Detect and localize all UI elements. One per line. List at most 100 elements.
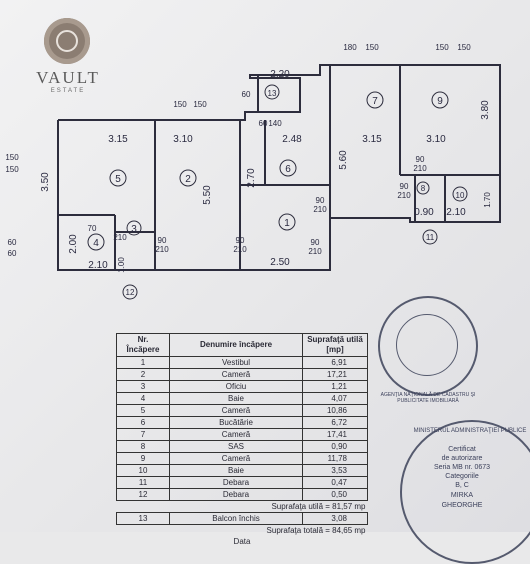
stamp-emblem-icon <box>396 314 458 376</box>
logo-brand: VAULT <box>36 68 100 87</box>
room-number: 2 <box>185 174 191 185</box>
cell-name: Baie <box>169 464 303 477</box>
rooms-area-table: Nr. Încăpere Denumire încăpere Suprafaţă… <box>116 333 368 547</box>
dimension-label: 2.50 <box>270 257 290 268</box>
useful-total: Suprafaţa utilă = 81,57 mp <box>271 501 366 511</box>
dimension-label: 60 <box>8 249 17 258</box>
dimension-label: 60 <box>242 90 251 99</box>
room-number: 12 <box>126 288 135 297</box>
room-7-marker <box>366 91 384 109</box>
stamp2-line: B, C <box>455 482 469 489</box>
dimension-label: 90 <box>400 182 409 191</box>
cell-area: 11,78 <box>302 452 368 465</box>
dimension-label: 3.10 <box>426 134 446 145</box>
header-room-number: Nr. Încăpere <box>116 333 170 357</box>
grand-total-row: Suprafaţa totală = 84,65 mp <box>117 525 368 537</box>
dimension-label: 90 <box>311 238 320 247</box>
dimension-label: 90 <box>316 196 325 205</box>
cell-name: SAS <box>169 440 303 453</box>
dimension-label: 150 <box>457 43 471 52</box>
room-number: 8 <box>421 184 426 193</box>
cell-nr: 5 <box>116 404 170 417</box>
table-header-row: Nr. Încăpere Denumire încăpere Suprafaţă… <box>116 333 368 357</box>
stamp2-line: de autorizare <box>441 455 483 462</box>
cell-nr: 8 <box>116 440 170 453</box>
dimension-label: 2.00 <box>68 234 79 254</box>
room-number: 5 <box>115 174 121 185</box>
room-2-marker <box>179 169 197 187</box>
cell-area: 0,47 <box>302 476 368 489</box>
cell-name: Baie <box>169 392 303 405</box>
cell-name: Cameră <box>169 368 303 381</box>
room-4-marker <box>87 233 105 251</box>
authorization-stamp: MINISTERUL ADMINISTRAŢIEI PUBLICE Certif… <box>400 420 530 564</box>
dimension-label: 2.48 <box>282 134 302 145</box>
room-10-marker <box>452 186 468 202</box>
room-12-marker <box>122 284 138 300</box>
cell-name: Cameră <box>169 404 303 417</box>
cell-nr: 7 <box>116 428 170 441</box>
dimension-label: 180 <box>343 43 357 52</box>
dimension-label: 140 <box>268 119 282 128</box>
room-9-marker <box>431 91 449 109</box>
dimension-label: 70 <box>88 224 97 233</box>
cell-area: 0,50 <box>302 488 368 501</box>
room-number: 1 <box>284 218 290 229</box>
dimension-label: 3.80 <box>480 100 491 120</box>
cell-area: 6,91 <box>302 356 368 369</box>
dimension-label: 2.10 <box>88 260 108 271</box>
room-number: 10 <box>456 191 465 200</box>
cell-name: Cameră <box>169 428 303 441</box>
cell-nr: 10 <box>116 464 170 477</box>
stamp2-line: MIRKA <box>450 492 474 499</box>
dimension-label: 150 <box>365 43 379 52</box>
dimension-label: 2.20 <box>270 69 290 80</box>
cell-area: 6,72 <box>302 416 368 429</box>
dimension-label: 150 <box>5 153 19 162</box>
cell-nr: 6 <box>116 416 170 429</box>
header-room-name: Denumire încăpere <box>169 333 303 357</box>
room-number: 4 <box>93 238 99 249</box>
cell-area: 17,21 <box>302 368 368 381</box>
room-11-marker <box>422 229 438 245</box>
cell-name: Debara <box>169 476 303 489</box>
footer-row: Data <box>117 536 368 547</box>
dimension-label: 210 <box>155 245 169 254</box>
room-5-marker <box>109 169 127 187</box>
cell-name: Debara <box>169 488 303 501</box>
cell-nr: 1 <box>116 356 170 369</box>
cell-area: 3,08 <box>302 512 368 525</box>
dimension-label: 2.70 <box>246 168 257 188</box>
cell-name: Bucătărie <box>169 416 303 429</box>
room-1-marker <box>278 213 296 231</box>
dimension-label: 150 <box>5 165 19 174</box>
dimension-label: 210 <box>397 191 411 200</box>
dimension-label: 5.60 <box>338 150 349 170</box>
dimension-label: 5.50 <box>202 185 213 205</box>
floor-plan: 5 2 6 1 7 9 4 3 13 8 10 11 12 3.15 3.10 … <box>5 43 501 300</box>
dimension-label: 1.00 <box>117 257 126 273</box>
dimension-label: 3.15 <box>108 134 128 145</box>
dimension-label: 2.10 <box>446 207 466 218</box>
cell-name: Balcon închis <box>169 512 303 525</box>
useful-total-row: Suprafaţa utilă = 81,57 mp <box>117 501 368 513</box>
cell-area: 17,41 <box>302 428 368 441</box>
stamp2-line: Categoriile <box>445 473 479 480</box>
cell-nr: 9 <box>116 452 170 465</box>
stamp2-line: Seria MB nr. 0673 <box>433 464 491 471</box>
stamp1-text: AGENŢIA NAŢIONALĂ DE CADASTRU ŞI PUBLICI… <box>380 392 476 404</box>
dimension-label: 90 <box>236 236 245 245</box>
dimension-label: 3.50 <box>40 172 51 192</box>
cell-area: 1,21 <box>302 380 368 393</box>
